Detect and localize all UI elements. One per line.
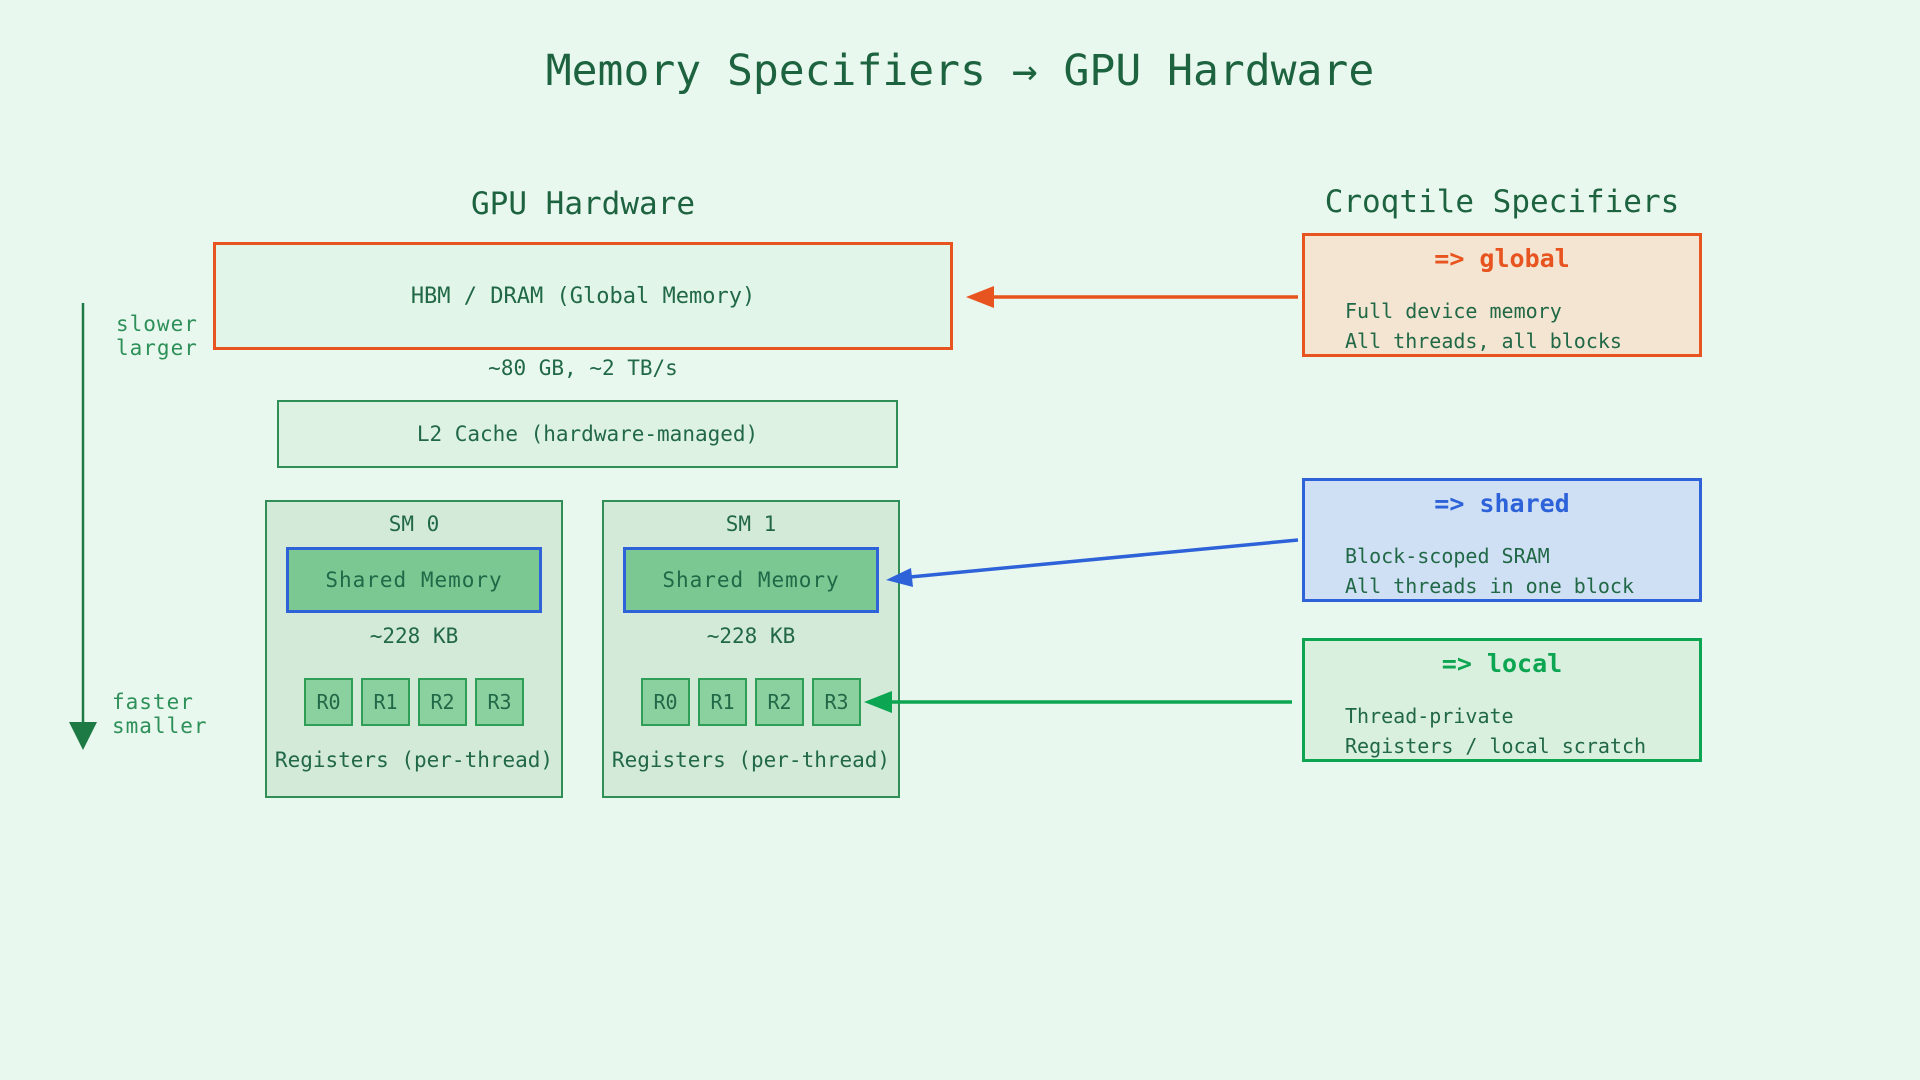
specifier-local-title: => local — [1441, 649, 1563, 678]
sm1-shared-memory-label: Shared Memory — [662, 568, 840, 592]
specifier-local-line1: Thread-private — [1345, 704, 1514, 728]
sm1-name: SM 1 — [725, 512, 777, 536]
global-arrowhead-icon — [966, 286, 994, 308]
rail-labels-top: slower larger — [116, 312, 198, 360]
sm1-shared-capacity: ~228 KB — [706, 624, 796, 648]
hbm-dram-box: HBM / DRAM (Global Memory) — [213, 242, 953, 350]
sm1-register-r3: R3 — [812, 678, 861, 726]
specifier-global-line2: All threads, all blocks — [1345, 329, 1622, 353]
sm1-box: SM 1 Shared Memory ~228 KB R0 R1 R2 R3 R… — [602, 500, 900, 798]
specifier-local-line2: Registers / local scratch — [1345, 734, 1647, 758]
specifier-global-line1: Full device memory — [1345, 299, 1562, 323]
specifier-global-box: => global Full device memory All threads… — [1302, 233, 1702, 357]
sm1-register-row: R0 R1 R2 R3 — [604, 678, 898, 726]
l2-cache-label: L2 Cache (hardware-managed) — [416, 422, 759, 446]
sm0-shared-memory-box: Shared Memory — [286, 547, 542, 613]
speed-axis-arrowhead-icon — [69, 722, 97, 750]
rail-label-larger: larger — [116, 336, 198, 360]
l2-cache-box: L2 Cache (hardware-managed) — [277, 400, 898, 468]
sm1-register-r1: R1 — [698, 678, 747, 726]
hbm-dram-label: HBM / DRAM (Global Memory) — [410, 283, 756, 309]
specifier-shared-title: => shared — [1434, 489, 1570, 518]
specifier-shared-line1: Block-scoped SRAM — [1345, 544, 1550, 568]
sm1-register-r2: R2 — [755, 678, 804, 726]
page-title: Memory Specifiers → GPU Hardware — [545, 46, 1375, 96]
specifier-local-description: Thread-private Registers / local scratch — [1345, 701, 1646, 761]
rail-label-smaller: smaller — [112, 714, 208, 738]
sm0-shared-memory-label: Shared Memory — [325, 568, 503, 592]
sm0-register-row: R0 R1 R2 R3 — [267, 678, 561, 726]
sm0-register-r0: R0 — [304, 678, 353, 726]
specifier-shared-box: => shared Block-scoped SRAM All threads … — [1302, 478, 1702, 602]
rail-labels-bottom: faster smaller — [112, 690, 208, 738]
sm0-register-r2: R2 — [418, 678, 467, 726]
specifier-shared-line2: All threads in one block — [1345, 574, 1634, 598]
rail-label-faster: faster — [112, 690, 194, 714]
sm1-registers-caption: Registers (per-thread) — [611, 748, 891, 772]
sm1-shared-memory-box: Shared Memory — [623, 547, 879, 613]
heading-gpu-hardware: GPU Hardware — [471, 186, 695, 222]
sm0-registers-caption: Registers (per-thread) — [274, 748, 554, 772]
sm1-register-r0: R0 — [641, 678, 690, 726]
sm0-register-r3: R3 — [475, 678, 524, 726]
specifier-global-title: => global — [1434, 244, 1570, 273]
sm0-shared-capacity: ~228 KB — [369, 624, 459, 648]
shared-arrow-line — [909, 538, 1299, 579]
heading-croqtile-specifiers: Croqtile Specifiers — [1324, 184, 1680, 220]
specifier-shared-description: Block-scoped SRAM All threads in one blo… — [1345, 541, 1634, 601]
specifier-global-description: Full device memory All threads, all bloc… — [1345, 296, 1622, 356]
sm0-box: SM 0 Shared Memory ~228 KB R0 R1 R2 R3 R… — [265, 500, 563, 798]
hbm-capacity-caption: ~80 GB, ~2 TB/s — [488, 356, 678, 380]
sm0-name: SM 0 — [388, 512, 440, 536]
rail-label-slower: slower — [116, 312, 198, 336]
specifier-local-box: => local Thread-private Registers / loca… — [1302, 638, 1702, 762]
sm0-register-r1: R1 — [361, 678, 410, 726]
